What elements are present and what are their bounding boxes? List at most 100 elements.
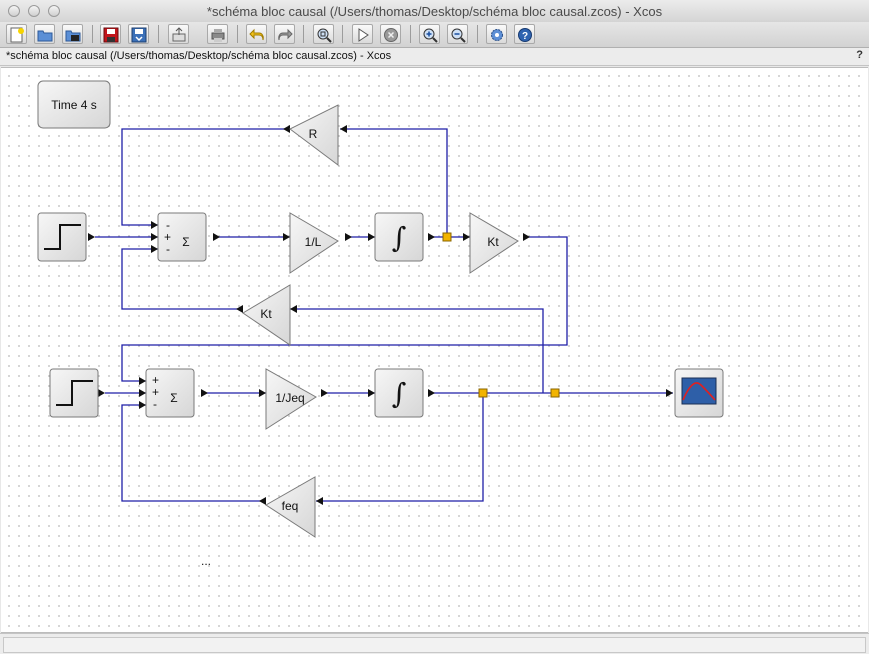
time-label-text: Time 4 s — [51, 98, 97, 112]
toolbar-separator — [342, 25, 343, 43]
close-window-button[interactable] — [8, 5, 20, 17]
document-title: *schéma bloc causal (/Users/thomas/Deskt… — [6, 50, 392, 62]
sum-sign: - — [153, 397, 157, 411]
redo-icon — [278, 28, 293, 41]
open-in-scilab-button[interactable] — [62, 24, 83, 44]
stop-simulation-button[interactable] — [380, 24, 401, 44]
gain-label: R — [309, 127, 318, 141]
step-block[interactable] — [37, 212, 87, 262]
toolbar-separator — [237, 25, 238, 43]
sum-sign: - — [166, 242, 170, 256]
zoom-out-button[interactable] — [447, 24, 468, 44]
redo-button[interactable] — [274, 24, 295, 44]
zoom-in-button[interactable] — [419, 24, 440, 44]
help-icon: ? — [518, 28, 532, 42]
save-icon — [103, 27, 119, 43]
open-button[interactable] — [34, 24, 55, 44]
help-button[interactable]: ? — [514, 24, 535, 44]
integral-icon: ∫ — [392, 377, 407, 410]
start-simulation-button[interactable] — [352, 24, 373, 44]
link[interactable] — [121, 236, 568, 382]
toolbar-separator — [303, 25, 304, 43]
diagram-canvas[interactable]: Time 4 s - + - Σ R 1/L ∫ Kt Kt — [1, 67, 868, 633]
start-icon — [358, 28, 369, 42]
sum-block[interactable]: + + - Σ — [145, 368, 195, 418]
split-points — [442, 232, 560, 398]
toolbar-separator — [410, 25, 411, 43]
setup-button[interactable] — [486, 24, 507, 44]
time-label-block[interactable]: Time 4 s — [37, 80, 111, 129]
gain-label: 1/L — [305, 235, 322, 249]
fit-diagram-button[interactable] — [313, 24, 334, 44]
fit-diagram-icon — [317, 28, 332, 43]
zoom-out-icon — [451, 28, 466, 43]
sum-block[interactable]: - + - Σ — [157, 212, 207, 262]
gain-label: Kt — [487, 235, 499, 249]
print-button[interactable] — [207, 24, 228, 44]
sigma-icon: Σ — [170, 391, 177, 405]
help-hint[interactable]: ? — [856, 49, 863, 61]
gain-kt-block[interactable]: Kt — [469, 212, 519, 274]
step-icon — [56, 380, 93, 406]
link[interactable] — [121, 404, 266, 502]
toolbar-separator — [158, 25, 159, 43]
window-titlebar: *schéma bloc causal (/Users/thomas/Deskt… — [0, 0, 869, 23]
open-in-scilab-icon — [65, 30, 81, 42]
link[interactable] — [121, 128, 290, 226]
new-diagram-button[interactable] — [6, 24, 27, 44]
gain-inv-l-block[interactable]: 1/L — [289, 212, 339, 274]
minimize-window-button[interactable] — [28, 5, 40, 17]
status-field — [3, 637, 866, 653]
export-icon — [172, 27, 186, 42]
integrator-block[interactable]: ∫ — [374, 368, 424, 418]
toolbar: ? — [0, 22, 869, 48]
scope-curve-icon — [682, 382, 716, 401]
link[interactable] — [316, 393, 484, 502]
window-title: *schéma bloc causal (/Users/thomas/Deskt… — [206, 4, 663, 19]
scope-block[interactable] — [674, 368, 724, 418]
sum-sign: + — [152, 373, 159, 387]
document-header: *schéma bloc causal (/Users/thomas/Deskt… — [0, 48, 869, 66]
gain-label: Kt — [260, 307, 272, 321]
sigma-icon: Σ — [182, 235, 189, 249]
undo-button[interactable] — [246, 24, 267, 44]
gain-kt-feedback-block[interactable]: Kt — [242, 284, 291, 346]
links — [95, 128, 673, 502]
undo-icon — [249, 28, 264, 41]
svg-text:?: ? — [522, 31, 528, 42]
save-as-button[interactable] — [128, 24, 149, 44]
gain-feq-block[interactable]: feq — [265, 476, 316, 538]
link[interactable] — [121, 248, 243, 310]
save-as-icon — [131, 27, 147, 43]
toolbar-separator — [92, 25, 93, 43]
setup-icon — [491, 29, 503, 41]
gain-label: feq — [282, 499, 299, 513]
split-point[interactable] — [478, 388, 488, 398]
new-diagram-icon — [10, 27, 24, 43]
integrator-block[interactable]: ∫ — [374, 212, 424, 262]
open-icon — [37, 30, 53, 42]
export-button[interactable] — [168, 24, 189, 44]
sum-sign: - — [166, 218, 170, 232]
gain-r-block[interactable]: R — [289, 104, 339, 166]
sum-sign: + — [152, 385, 159, 399]
split-point[interactable] — [550, 388, 560, 398]
stop-icon — [384, 28, 398, 42]
print-icon — [211, 29, 225, 42]
status-bar — [0, 633, 869, 654]
integral-icon: ∫ — [392, 221, 407, 254]
gain-label: 1/Jeq — [275, 391, 304, 405]
zoom-window-button[interactable] — [48, 5, 60, 17]
link[interactable] — [340, 128, 448, 237]
sum-sign: + — [164, 230, 171, 244]
text-annotation[interactable]: ... — [201, 554, 211, 568]
block-diagram: Time 4 s - + - Σ R 1/L ∫ Kt Kt — [37, 80, 724, 568]
step-icon — [44, 224, 81, 250]
gain-inv-jeq-block[interactable]: 1/Jeq — [265, 368, 317, 430]
split-point[interactable] — [442, 232, 452, 242]
step-block[interactable] — [49, 368, 99, 418]
toolbar-separator — [477, 25, 478, 43]
zoom-in-icon — [423, 28, 438, 43]
save-button[interactable] — [100, 24, 121, 44]
link[interactable] — [290, 308, 544, 393]
